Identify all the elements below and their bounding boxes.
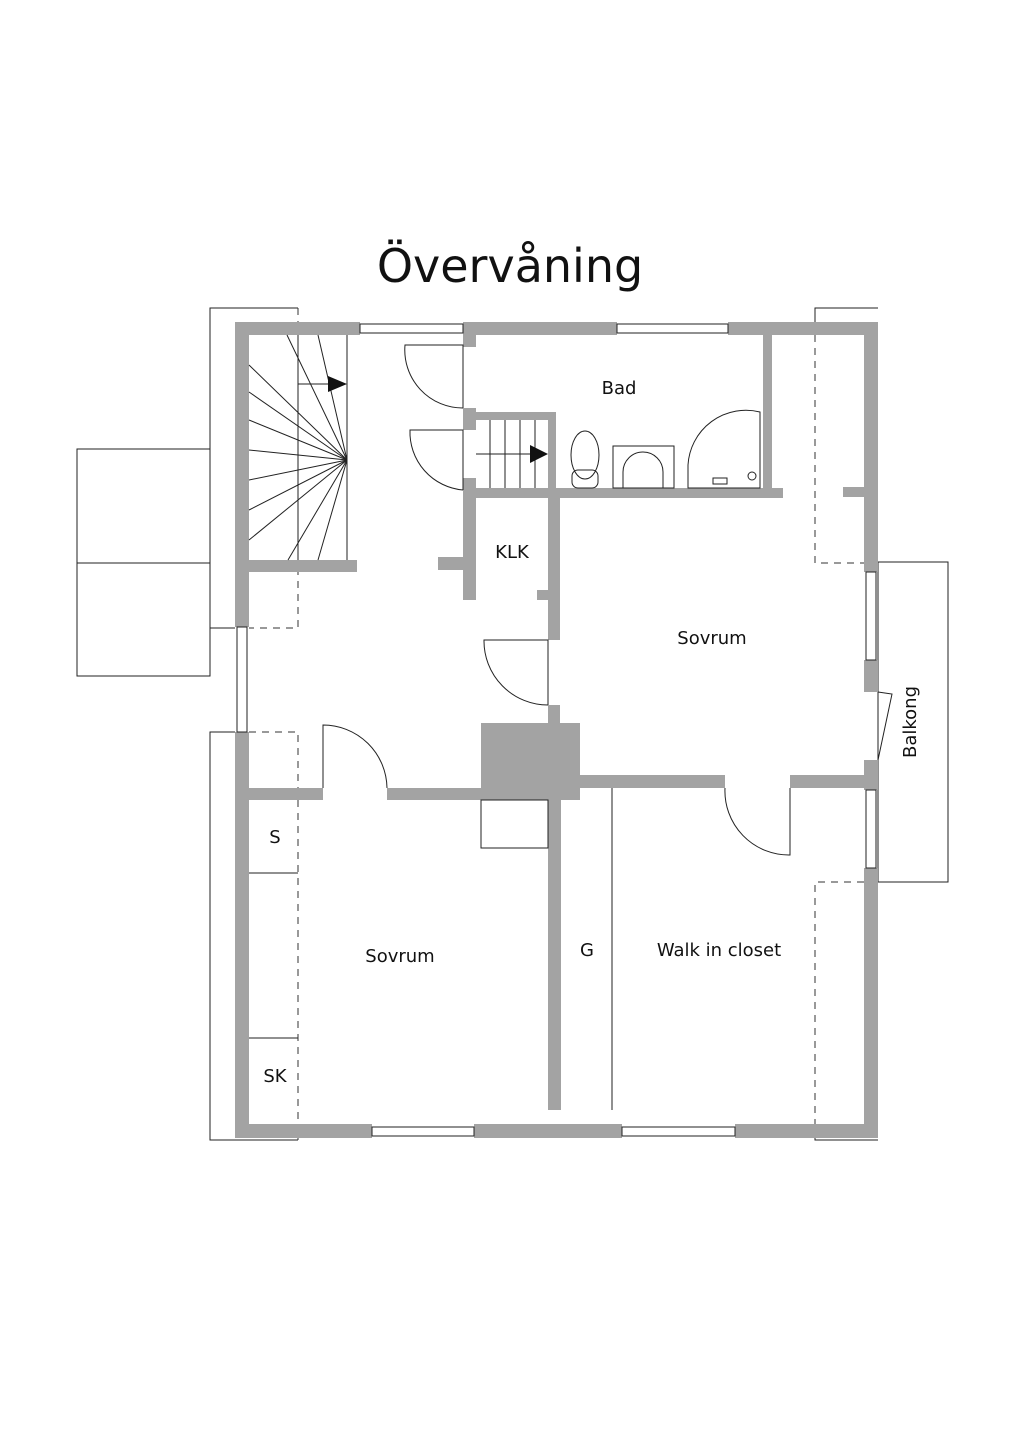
bathroom-fixtures xyxy=(570,409,761,489)
room-label-balkong: Balkong xyxy=(900,686,921,758)
room-label-klk: KLK xyxy=(495,542,530,563)
room-label-sovrum-lower: Sovrum xyxy=(365,946,434,967)
small-staircase xyxy=(476,420,548,488)
balcony xyxy=(877,561,949,883)
stair-arrow-icon xyxy=(328,376,347,392)
doors[interactable] xyxy=(322,344,893,856)
room-label-sovrum-upper: Sovrum xyxy=(677,628,746,649)
toilet-icon xyxy=(570,430,600,489)
walls xyxy=(235,322,878,1138)
room-label-s: S xyxy=(269,827,280,848)
sink-icon xyxy=(612,445,675,489)
room-label-g: G xyxy=(580,940,594,961)
room-label-bad: Bad xyxy=(602,378,637,399)
staircase xyxy=(248,334,548,561)
stair-arrow-icon xyxy=(530,445,548,463)
shower-icon xyxy=(687,409,761,489)
plan-title: Övervåning xyxy=(377,239,643,293)
room-label-sk: SK xyxy=(263,1066,287,1087)
room-label-walk-in-closet: Walk in closet xyxy=(657,940,781,961)
fixture-lines xyxy=(249,788,613,1110)
windows xyxy=(236,323,877,1137)
